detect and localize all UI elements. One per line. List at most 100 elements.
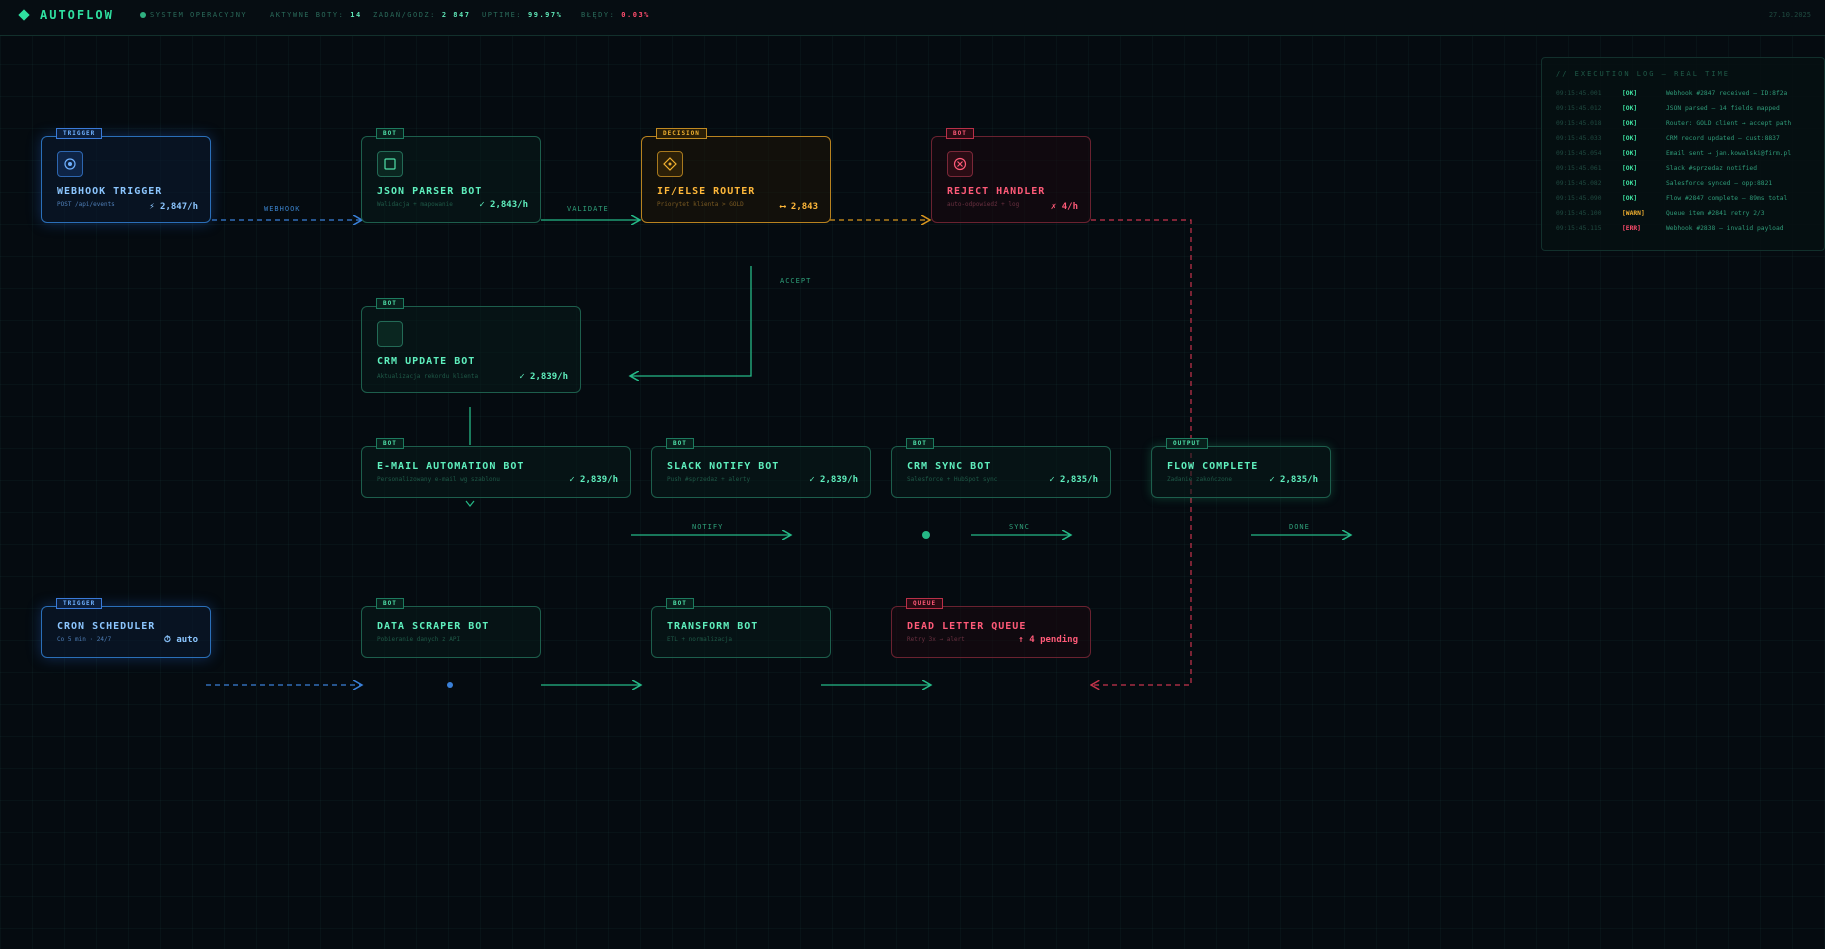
node-rate: ✓ 2,839/h	[569, 475, 618, 485]
node-title: IF/ELSE ROUTER	[657, 186, 756, 197]
node-subtitle: auto-odpowiedź + log	[947, 201, 1020, 208]
node-rate: ✓ 2,835/h	[1269, 475, 1318, 485]
node-rate: ↑ 4 pending	[1018, 635, 1078, 645]
node-subtitle: Aktualizacja rekordu klienta	[377, 373, 479, 380]
node-title: DEAD LETTER QUEUE	[907, 621, 1027, 632]
log-row: 09:15:45.012[OK]JSON parsed — 14 fields …	[1556, 105, 1780, 112]
node-rate: ⚡ 2,847/h	[149, 202, 198, 212]
node-rate: ✓ 2,843/h	[479, 200, 528, 210]
node-tag: BOT	[376, 298, 404, 309]
node-tag: TRIGGER	[56, 128, 103, 139]
node-title: FLOW COMPLETE	[1167, 461, 1259, 472]
stat-tasks-per-hour: ZADAŃ/GODZ:2 847	[373, 11, 471, 19]
node-subtitle: Personalizowany e-mail wg szablonu	[377, 476, 500, 483]
node-title: DATA SCRAPER BOT	[377, 621, 490, 632]
email-down-arrow	[465, 500, 475, 507]
node-tag: BOT	[376, 438, 404, 449]
node-crm-update-bot[interactable]: BOT CRM UPDATE BOT Aktualizacja rekordu …	[361, 298, 581, 393]
node-data-scraper-bot[interactable]: BOT DATA SCRAPER BOT Pobieranie danych z…	[361, 598, 541, 658]
node-tag: TRIGGER	[56, 598, 103, 609]
log-row: 09:15:45.033[OK]CRM record updated — cus…	[1556, 135, 1780, 142]
edge-label-sync: SYNC	[1009, 523, 1030, 531]
node-tag: BOT	[376, 128, 404, 139]
node-title: CRON SCHEDULER	[57, 621, 156, 632]
node-tag: BOT	[946, 128, 974, 139]
scraper-dot	[447, 682, 453, 688]
node-title: TRANSFORM BOT	[667, 621, 759, 632]
node-subtitle: ETL + normalizacja	[667, 636, 733, 643]
log-row: 09:15:45.115[ERR]Webhook #2838 — invalid…	[1556, 225, 1784, 232]
app-title: AUTOFLOW	[40, 8, 114, 22]
node-tag: QUEUE	[906, 598, 944, 609]
node-crm-sync-bot[interactable]: BOT CRM SYNC BOT Salesforce + HubSpot sy…	[891, 438, 1111, 498]
node-tag: BOT	[376, 598, 404, 609]
node-tag: OUTPUT	[1166, 438, 1208, 449]
system-status: SYSTEM OPERACYJNY	[140, 11, 247, 19]
edge-router-crm-update	[630, 266, 752, 376]
edge-label-validate: VALIDATE	[567, 205, 609, 213]
edge-label-done: DONE	[1289, 523, 1310, 531]
log-row: 09:15:45.061[OK]Slack #sprzedaz notified	[1556, 165, 1757, 172]
edge-label-webhook: WEBHOOK	[264, 205, 301, 213]
bot-icon	[377, 321, 403, 347]
stat-uptime: UPTIME:99.97%	[482, 11, 563, 19]
node-rate: ✓ 2,839/h	[519, 372, 568, 382]
log-row: 09:15:45.054[OK]Email sent → jan.kowalsk…	[1556, 150, 1792, 157]
edge-label-accept: ACCEPT	[780, 277, 812, 285]
node-dead-letter-queue[interactable]: QUEUE DEAD LETTER QUEUE Retry 3x → alert…	[891, 598, 1091, 658]
node-tag: BOT	[666, 438, 694, 449]
log-row: 09:15:45.018[OK]Router: GOLD client → ac…	[1556, 120, 1792, 127]
node-rate: ✓ 2,839/h	[809, 475, 858, 485]
node-slack-notify-bot[interactable]: BOT SLACK NOTIFY BOT Push #sprzedaz + al…	[651, 438, 871, 498]
junction-dot	[922, 531, 930, 539]
node-title: WEBHOOK TRIGGER	[57, 186, 163, 197]
edge-reject-dlq	[1091, 219, 1192, 685]
node-rate: ✗ 4/h	[1050, 202, 1078, 212]
square-icon	[377, 151, 403, 177]
node-json-parser-bot[interactable]: BOT JSON PARSER BOT Walidacja + mapowani…	[361, 128, 541, 223]
edge-label-notify: NOTIFY	[692, 523, 724, 531]
node-rate: ✓ 2,835/h	[1049, 475, 1098, 485]
node-title: SLACK NOTIFY BOT	[667, 461, 780, 472]
node-title: CRM SYNC BOT	[907, 461, 992, 472]
node-webhook-trigger[interactable]: TRIGGER WEBHOOK TRIGGER POST /api/events…	[41, 128, 211, 223]
node-if-else-router[interactable]: DECISION IF/ELSE ROUTER Priorytet klient…	[641, 128, 831, 223]
node-subtitle: POST /api/events	[57, 201, 115, 208]
top-bar: AUTOFLOW SYSTEM OPERACYJNY AKTYWNE BOTY:…	[0, 0, 1825, 36]
node-subtitle: Co 5 min · 24/7	[57, 636, 112, 643]
log-row: 09:15:45.082[OK]Salesforce synced — opp:…	[1556, 180, 1773, 187]
node-title: REJECT HANDLER	[947, 186, 1046, 197]
node-reject-handler[interactable]: BOT REJECT HANDLER auto-odpowiedź + log …	[931, 128, 1091, 223]
target-icon	[57, 151, 83, 177]
node-flow-complete[interactable]: OUTPUT FLOW COMPLETE Zadanie zakończone …	[1151, 438, 1331, 498]
node-cron-scheduler[interactable]: TRIGGER CRON SCHEDULER Co 5 min · 24/7 ⏱…	[41, 598, 211, 658]
node-subtitle: Push #sprzedaz + alerty	[667, 476, 751, 483]
close-circle-icon	[947, 151, 973, 177]
node-subtitle: Pobieranie danych z API	[377, 636, 461, 643]
node-rate: ⟷ 2,843	[780, 202, 818, 212]
node-title: CRM UPDATE BOT	[377, 356, 476, 367]
node-title: JSON PARSER BOT	[377, 186, 483, 197]
node-email-automation-bot[interactable]: BOT E-MAIL AUTOMATION BOT Personalizowan…	[361, 438, 631, 498]
node-tag: DECISION	[656, 128, 707, 139]
execution-log-panel[interactable]: // EXECUTION LOG — REAL TIME 09:15:45.00…	[1541, 57, 1825, 251]
node-subtitle: Priorytet klienta > GOLD	[657, 201, 744, 208]
node-tag: BOT	[906, 438, 934, 449]
system-label: SYSTEM OPERACYJNY	[150, 11, 248, 19]
node-subtitle: Walidacja + mapowanie	[377, 201, 453, 208]
node-transform-bot[interactable]: BOT TRANSFORM BOT ETL + normalizacja	[651, 598, 831, 658]
node-subtitle: Salesforce + HubSpot sync	[907, 476, 998, 483]
status-dot-icon	[140, 12, 146, 18]
node-rate: ⏱ auto	[163, 635, 198, 645]
node-tag: BOT	[666, 598, 694, 609]
header-date: 27.10.2025	[1768, 11, 1811, 19]
node-subtitle: Retry 3x → alert	[907, 636, 965, 643]
stat-active-bots: AKTYWNE BOTY:14	[270, 11, 362, 19]
decision-diamond-icon	[657, 151, 683, 177]
log-row: 09:15:45.001[OK]Webhook #2847 received —…	[1556, 90, 1788, 97]
log-row: 09:15:45.100[WARN]Queue item #2841 retry…	[1556, 210, 1765, 217]
app-logo[interactable]: AUTOFLOW	[18, 8, 114, 22]
node-subtitle: Zadanie zakończone	[1167, 476, 1233, 483]
stat-errors: BŁĘDY:0.03%	[581, 11, 650, 19]
